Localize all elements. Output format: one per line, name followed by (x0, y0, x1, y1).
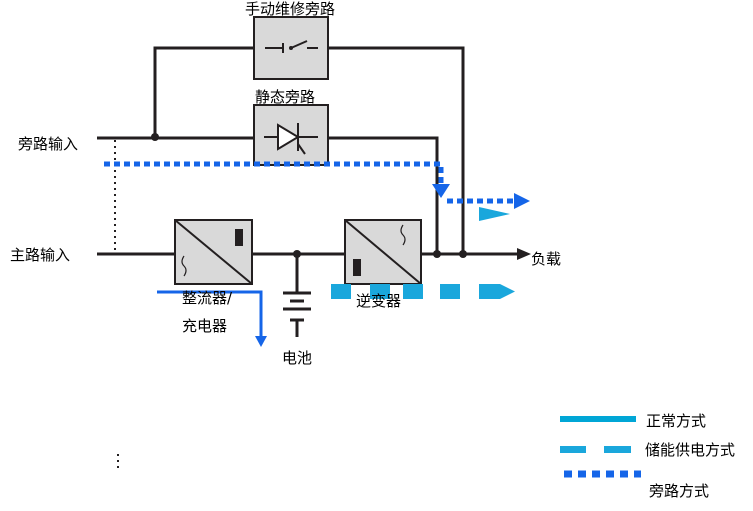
dc-symbol-icon (235, 229, 243, 246)
legend: 正常方式 储能供电方式 旁路方式 (560, 412, 735, 500)
rectifier-label-line1: 整流器/ (182, 289, 233, 307)
ac-symbol-icon (181, 255, 187, 277)
inverter-box (344, 219, 422, 285)
bypass-flow-path (104, 161, 530, 221)
load-arrow-icon (517, 248, 531, 260)
rectifier-flow-path (157, 290, 267, 347)
inverter-label: 逆变器 (356, 292, 401, 310)
manual-bypass-wire-left (153, 46, 254, 135)
legend-label-bypass: 旁路方式 (649, 482, 709, 500)
static-bypass-label: 静态旁路 (255, 88, 315, 106)
manual-bypass-switch (253, 16, 329, 80)
storage-arrow-icon (479, 284, 515, 299)
bypass-arrow-down-icon (432, 184, 450, 198)
storage-flow-path (331, 284, 515, 299)
bypass-flow-wedge-icon (479, 207, 510, 221)
legend-swatch-solid (560, 416, 636, 422)
legend-item-bypass: 旁路方式 (564, 470, 709, 500)
rectifier-arrow-down-icon (255, 336, 267, 347)
junction-dot (293, 250, 301, 258)
labels: 手动维修旁路 静态旁路 旁路输入 主路输入 负载 整流器/ 充电器 逆变器 电池 (10, 0, 561, 367)
legend-swatch-dashed (604, 446, 631, 453)
legend-label-storage: 储能供电方式 (645, 441, 735, 459)
legend-item-storage: 储能供电方式 (560, 441, 735, 459)
switch-icon (265, 40, 318, 53)
junctions (151, 133, 467, 258)
battery-label: 电池 (282, 349, 312, 367)
legend-label-normal: 正常方式 (646, 412, 706, 430)
junction-dot (151, 133, 159, 141)
bypass-input-label: 旁路输入 (18, 135, 78, 153)
legend-swatch-dashed (560, 446, 586, 453)
thyristor-icon (264, 123, 318, 155)
main-input-label: 主路输入 (10, 246, 70, 264)
load-label: 负载 (531, 250, 561, 268)
manual-bypass-label: 手动维修旁路 (245, 0, 335, 18)
bypass-arrow-right-icon (514, 193, 530, 209)
manual-bypass-wire-right (328, 46, 465, 254)
wiring (97, 46, 520, 293)
rectifier-charger-box (174, 219, 253, 285)
ac-symbol-icon (400, 224, 406, 246)
static-bypass-wire-right (328, 136, 439, 254)
dc-symbol-icon (353, 259, 361, 276)
battery-icon (283, 291, 311, 337)
static-bypass-switch (253, 104, 329, 166)
legend-item-normal: 正常方式 (560, 412, 706, 430)
junction-dot (433, 250, 441, 258)
junction-dot (459, 250, 467, 258)
rectifier-label-line2: 充电器 (182, 317, 227, 335)
